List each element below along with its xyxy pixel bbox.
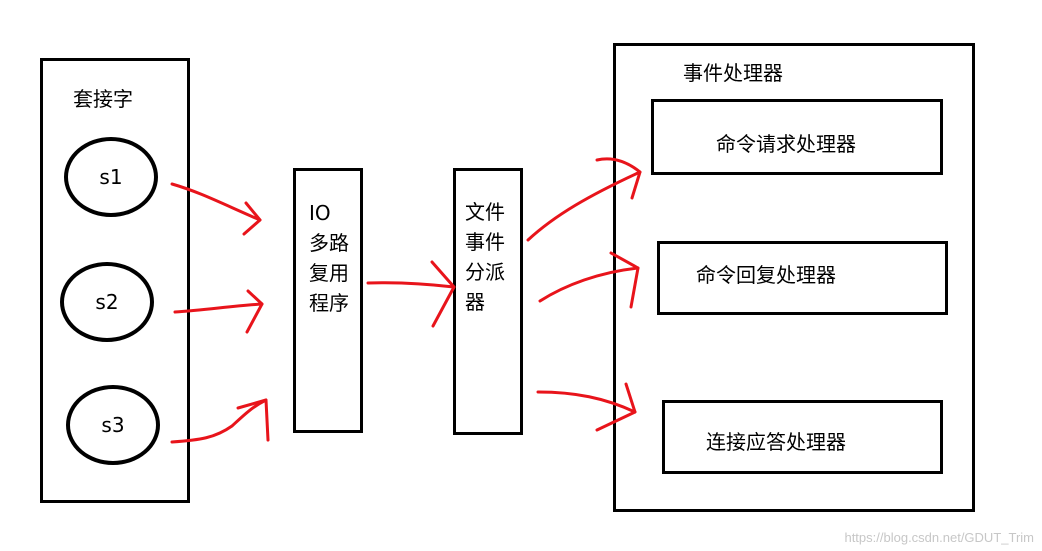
handler-command-request-label: 命令请求处理器	[716, 132, 856, 156]
dispatcher-line: 文件	[465, 200, 505, 224]
dispatcher-line: 事件	[465, 230, 505, 254]
io-multiplexer-line: 程序	[309, 291, 349, 315]
io-multiplexer-line: 多路	[309, 231, 349, 255]
io-multiplexer-box	[293, 168, 363, 433]
handler-command-reply-label: 命令回复处理器	[696, 263, 836, 287]
socket-s3-label: s3	[101, 413, 125, 437]
socket-s1-label: s1	[99, 165, 123, 189]
socket-s1: s1	[64, 137, 158, 217]
handler-connection-accept	[662, 400, 943, 474]
io-multiplexer-label: IO 多路 复用 程序	[309, 198, 369, 318]
arrow-io-to-dispatcher	[366, 260, 456, 328]
sockets-title: 套接字	[73, 87, 133, 111]
event-handlers-title: 事件处理器	[683, 61, 783, 85]
watermark: https://blog.csdn.net/GDUT_Trim	[844, 530, 1034, 545]
handler-connection-accept-label: 连接应答处理器	[706, 430, 846, 454]
socket-s2: s2	[60, 262, 154, 342]
sockets-container	[40, 58, 190, 503]
dispatcher-line: 分派	[465, 260, 505, 284]
io-multiplexer-line: IO	[309, 201, 331, 225]
socket-s2-label: s2	[95, 290, 119, 314]
socket-s3: s3	[66, 385, 160, 465]
handler-command-request	[651, 99, 943, 175]
handler-command-reply	[657, 241, 948, 315]
dispatcher-label: 文件 事件 分派 器	[465, 197, 525, 317]
dispatcher-line: 器	[465, 290, 485, 314]
io-multiplexer-line: 复用	[309, 261, 349, 285]
